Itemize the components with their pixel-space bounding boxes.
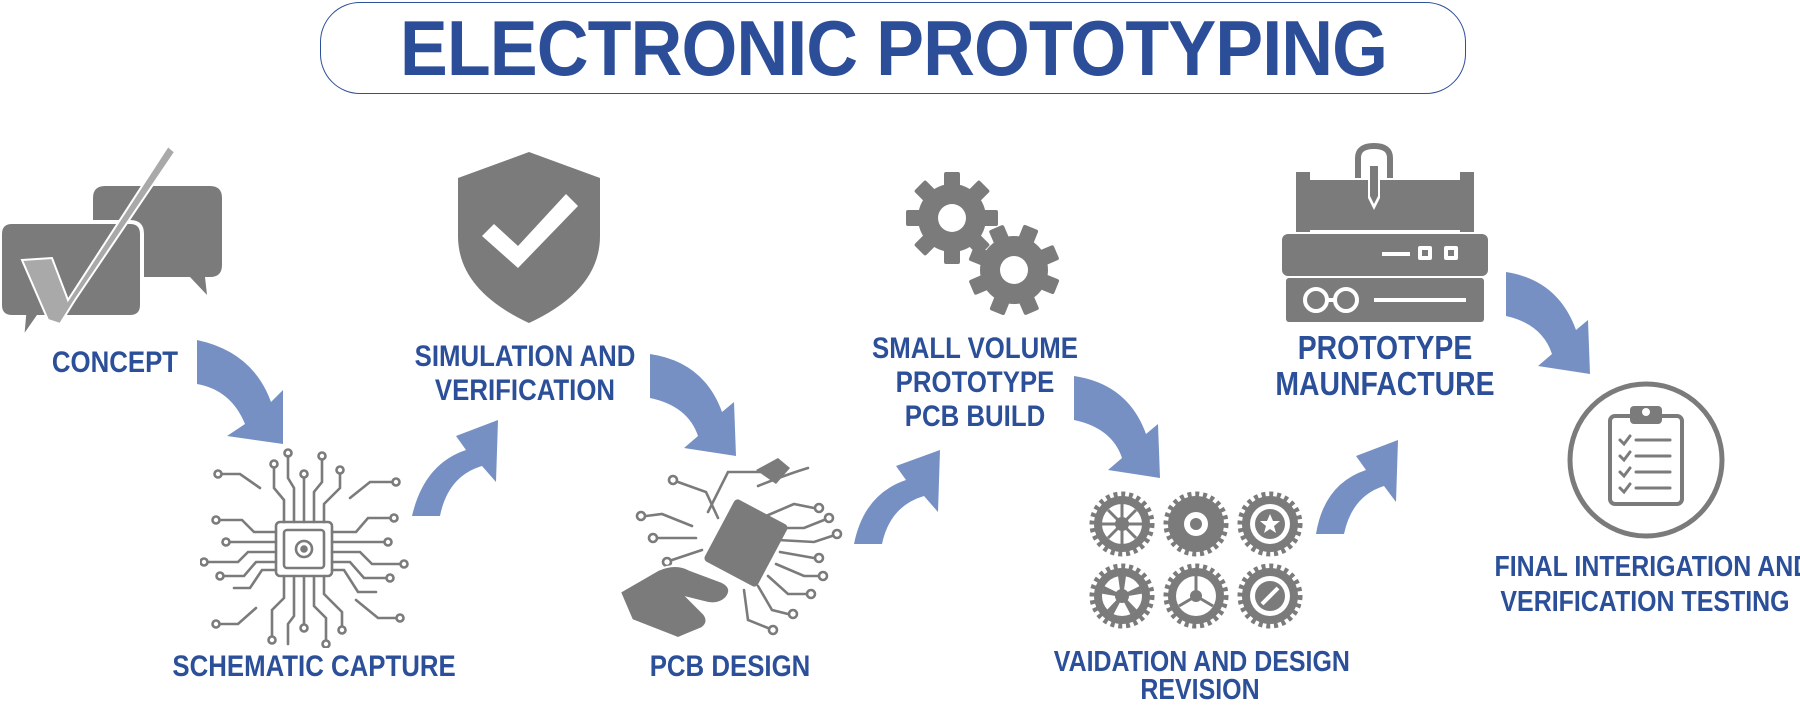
step-label-line: REVISION: [1140, 674, 1260, 707]
title-banner: ELECTRONIC PROTOTYPING: [320, 2, 1466, 94]
step-label-line: PROTOTYPE: [1297, 329, 1473, 366]
clipboard-checklist-icon: [1567, 381, 1725, 539]
flow-arrow-3: [650, 354, 736, 456]
page-title: ELECTRONIC PROTOTYPING: [399, 4, 1387, 92]
step-label-line: MAUNFACTURE: [1275, 365, 1495, 403]
step-label-final: FINAL INTERIGATION AND VERIFICATION TEST…: [1494, 550, 1800, 620]
flow-arrow-4: [854, 450, 940, 544]
step-label-simulation: SIMULATION AND VERIFICATION: [400, 340, 649, 407]
step-label-concept: CONCEPT: [42, 346, 188, 380]
step-label-line: CONCEPT: [51, 346, 179, 379]
step-label-line: VERIFICATION: [434, 373, 616, 407]
gears-icon: [906, 172, 1060, 315]
flow-arrow-5: [1074, 376, 1160, 478]
step-label-line: PCB DESIGN: [649, 650, 811, 683]
step-label-line: SMALL VOLUME: [872, 332, 1078, 365]
chat-check-icon: [0, 144, 222, 348]
flow-arrow-1: [197, 340, 283, 444]
step-label-line: PROTOTYPE: [895, 366, 1055, 400]
step-label-validation: VAIDATION AND DESIGN REVISION: [1053, 646, 1350, 707]
cnc-machine-icon: [1282, 142, 1488, 322]
step-label-line: VAIDATION AND DESIGN: [1053, 646, 1350, 678]
flow-arrow-6: [1316, 440, 1398, 534]
step-label-pcb-design: PCB DESIGN: [618, 650, 842, 684]
flow-arrow-2: [412, 420, 498, 516]
gear-grid-icon: [1088, 490, 1308, 630]
step-label-small-volume: SMALL VOLUME PROTOTYPE PCB BUILD: [859, 332, 1091, 435]
step-label-line: VERIFICATION TESTING: [1500, 585, 1790, 618]
flow-arrow-7: [1506, 272, 1590, 374]
step-label-line: SCHEMATIC CAPTURE: [172, 650, 456, 683]
chip-circuit-icon: [200, 448, 409, 648]
hand-chip-icon: [618, 458, 843, 640]
step-label-line: SIMULATION AND: [414, 340, 636, 373]
step-label-line: PCB BUILD: [904, 400, 1046, 434]
step-label-line: FINAL INTERIGATION AND: [1494, 551, 1800, 583]
step-label-manufacture: PROTOTYPE MAUNFACTURE: [1260, 329, 1509, 403]
shield-check-icon: [458, 152, 600, 323]
step-label-schematic: SCHEMATIC CAPTURE: [172, 650, 456, 684]
